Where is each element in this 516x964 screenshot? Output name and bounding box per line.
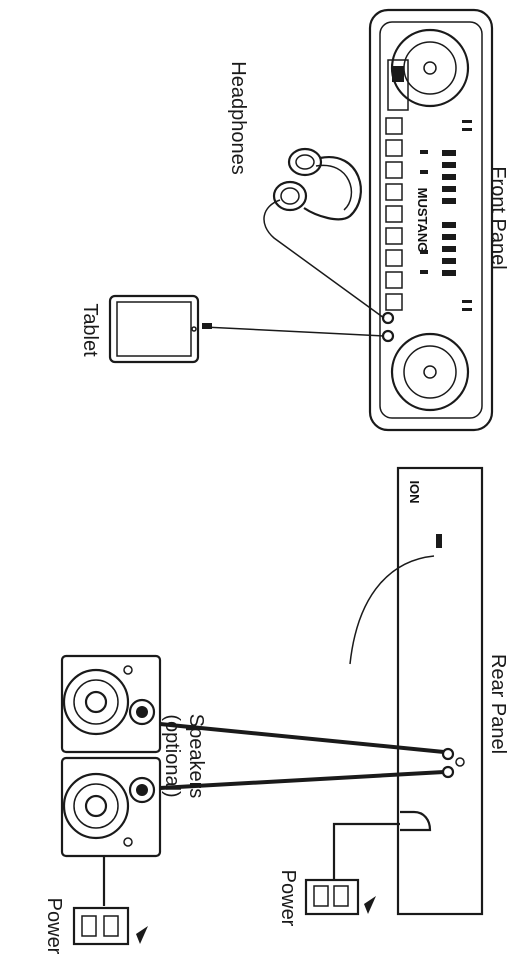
speakers-optional-label: (optional) (161, 714, 183, 797)
rca-right-jack-icon (441, 747, 455, 761)
speakers-label: Speakers (185, 714, 207, 799)
headphones-icon (263, 147, 385, 319)
tablet-icon (108, 294, 385, 364)
aux-in-jack-icon (381, 329, 395, 343)
power-label-top: Power (277, 870, 299, 927)
headphone-jack-icon (381, 311, 395, 325)
rear-panel-label: Rear Panel (487, 654, 509, 754)
bottom-dial-icon (390, 332, 470, 412)
front-panel-label: Front Panel (487, 166, 509, 269)
power-outlet-bottom-icon (72, 906, 148, 946)
turntable-front-panel: MUSTANG (368, 8, 494, 432)
front-panel-brand: MUSTANG (415, 188, 430, 253)
button-column (385, 117, 403, 311)
rear-panel: ION (349, 466, 484, 916)
power-outlet-top-icon (304, 878, 376, 916)
rear-power-cord (332, 822, 400, 880)
speakers-icon (60, 654, 162, 858)
headphones-label: Headphones (227, 61, 249, 174)
speaker-cables (159, 722, 445, 790)
rca-left-jack-icon (441, 765, 455, 779)
rear-panel-brand: ION (407, 480, 422, 503)
power-label-bottom: Power (43, 898, 65, 955)
slider-bars (420, 120, 472, 311)
tablet-label: Tablet (79, 303, 101, 357)
